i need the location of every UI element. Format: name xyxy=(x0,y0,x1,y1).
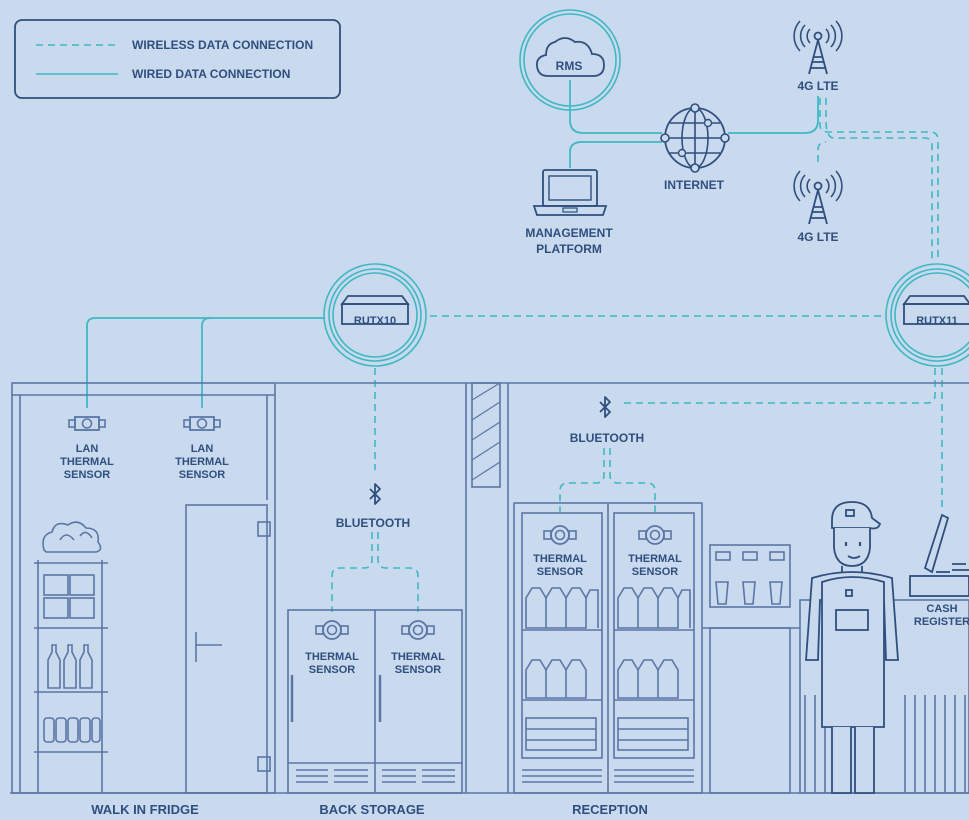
storage-sensor-1-line1: THERMAL xyxy=(305,651,359,663)
router-left[interactable]: RUTX10 xyxy=(323,263,427,367)
wireless-bt-storage-s1 xyxy=(331,532,373,612)
thermal-sensor-icon xyxy=(401,620,435,640)
storage-sensor-1: THERMAL SENSOR xyxy=(305,620,359,676)
lan-sensor-2: LAN THERMAL SENSOR xyxy=(175,416,229,481)
bluetooth-storage-label: BLUETOOTH xyxy=(336,516,410,530)
antenna-tower-icon xyxy=(793,170,843,225)
lan-thermal-sensor-icon xyxy=(68,416,106,431)
legend-box xyxy=(14,19,341,99)
area-label-fridge: WALK IN FRIDGE xyxy=(91,802,199,817)
lan-sensor-2-line3: SENSOR xyxy=(179,469,226,481)
wireless-bt-reception-s2 xyxy=(609,448,656,515)
cashier-person xyxy=(805,501,899,794)
reception-fridges xyxy=(513,502,969,794)
management-label-2: PLATFORM xyxy=(536,242,602,256)
bluetooth-reception: BLUETOOTH xyxy=(570,396,644,445)
cash-register: CASH REGISTER xyxy=(909,513,969,628)
connections xyxy=(86,80,819,408)
router-left-label: RUTX10 xyxy=(354,315,396,327)
cash-register-line2: REGISTER xyxy=(914,616,969,628)
router-right[interactable]: RUTX11 xyxy=(885,263,969,367)
tower-bottom: 4G LTE xyxy=(793,170,843,244)
wireless-bt-reception-s1 xyxy=(559,448,605,515)
rms-label: RMS xyxy=(556,59,583,73)
lan-sensor-1-line3: SENSOR xyxy=(64,469,111,481)
lan-sensor-1-line2: THERMAL xyxy=(60,456,114,468)
lan-sensor-1-line1: LAN xyxy=(76,443,99,455)
cloud-icon xyxy=(536,37,605,77)
wireless-tower-router-b xyxy=(825,98,933,262)
bluetooth-reception-label: BLUETOOTH xyxy=(570,431,644,445)
cash-register-line1: CASH xyxy=(926,603,957,615)
lan-sensor-2-line2: THERMAL xyxy=(175,456,229,468)
thermal-sensor-icon xyxy=(543,525,577,545)
wired-router-lan1 xyxy=(86,317,328,408)
antenna-tower-icon xyxy=(793,20,843,75)
bluetooth-icon xyxy=(369,483,381,505)
reception-sensor-1-line1: THERMAL xyxy=(533,553,587,565)
wireless-tower-router-a xyxy=(819,98,939,262)
legend: WIRELESS DATA CONNECTION WIRED DATA CONN… xyxy=(14,19,341,99)
tower-top-label: 4G LTE xyxy=(797,79,838,93)
tower-bottom-label: 4G LTE xyxy=(797,230,838,244)
management-label-1: MANAGEMENT xyxy=(525,226,613,240)
rms-node[interactable]: RMS xyxy=(519,9,621,111)
wireless-tower2 xyxy=(817,141,827,162)
storage-sensor-2-line1: THERMAL xyxy=(391,651,445,663)
cash-register-icon xyxy=(909,513,969,597)
reception-sensor-1: THERMAL SENSOR xyxy=(533,525,587,578)
area-label-storage: BACK STORAGE xyxy=(319,802,425,817)
bluetooth-storage: BLUETOOTH xyxy=(336,483,410,530)
router-right-label: RUTX11 xyxy=(916,315,958,327)
building-structure xyxy=(10,382,969,794)
lan-thermal-sensor-icon xyxy=(183,416,221,431)
reception-sensor-2-line1: THERMAL xyxy=(628,553,682,565)
legend-wired-label: WIRED DATA CONNECTION xyxy=(132,67,290,81)
wired-rms-internet xyxy=(569,80,662,134)
back-storage xyxy=(287,609,463,794)
legend-wireless-label: WIRELESS DATA CONNECTION xyxy=(132,38,313,52)
internet-label: INTERNET xyxy=(664,178,725,192)
wireless-bt-storage-s2 xyxy=(377,532,419,612)
wireless-connections xyxy=(331,98,943,612)
thermal-sensor-icon xyxy=(315,620,349,640)
reception-sensor-2: THERMAL SENSOR xyxy=(628,525,682,578)
internet-node: INTERNET xyxy=(660,103,730,192)
reception-sensor-1-line2: SENSOR xyxy=(537,566,584,578)
walk-in-fridge xyxy=(34,504,271,794)
storage-sensor-2-line2: SENSOR xyxy=(395,664,442,676)
bluetooth-icon xyxy=(599,396,611,418)
wired-router-lan2 xyxy=(201,317,211,408)
thermal-sensor-icon xyxy=(638,525,672,545)
wired-internet-tower xyxy=(728,96,819,134)
storage-sensor-1-line2: SENSOR xyxy=(309,664,356,676)
area-label-reception: RECEPTION xyxy=(572,802,648,817)
lan-sensor-1: LAN THERMAL SENSOR xyxy=(60,416,114,481)
storage-sensor-2: THERMAL SENSOR xyxy=(391,620,445,676)
wireless-router-bt-reception xyxy=(620,368,936,404)
tower-top: 4G LTE xyxy=(793,20,843,93)
reception-sensor-2-line2: SENSOR xyxy=(632,566,679,578)
lan-sensor-2-line1: LAN xyxy=(191,443,214,455)
wired-management-internet xyxy=(569,141,662,168)
management-platform[interactable]: MANAGEMENT PLATFORM xyxy=(525,169,613,256)
